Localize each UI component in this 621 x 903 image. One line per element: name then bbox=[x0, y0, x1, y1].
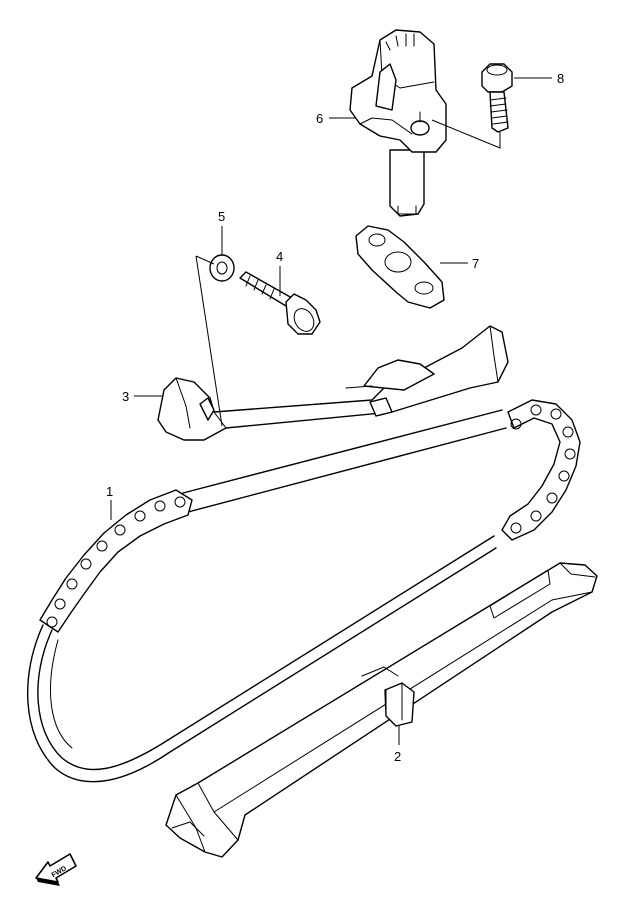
chain-guide-part bbox=[165, 562, 598, 858]
assembly-lines bbox=[195, 119, 501, 427]
callout-7: 7 bbox=[440, 256, 479, 271]
svg-text:6: 6 bbox=[316, 111, 323, 126]
cam-chain-part bbox=[27, 399, 581, 783]
svg-text:8: 8 bbox=[557, 71, 564, 86]
callout-6: 6 bbox=[316, 111, 356, 126]
svg-text:1: 1 bbox=[106, 484, 113, 499]
pivot-bolt-part bbox=[239, 271, 321, 335]
callout-2: 2 bbox=[394, 726, 401, 764]
gasket-part bbox=[355, 225, 445, 309]
callout-4: 4 bbox=[276, 249, 283, 296]
callout-3: 3 bbox=[122, 389, 162, 404]
washer-part bbox=[209, 254, 235, 282]
fwd-direction-badge: FWD bbox=[35, 853, 77, 886]
svg-text:2: 2 bbox=[394, 749, 401, 764]
forward-arrow-icon bbox=[35, 853, 77, 886]
svg-text:7: 7 bbox=[472, 256, 479, 271]
callout-5: 5 bbox=[218, 209, 225, 255]
callout-8: 8 bbox=[514, 71, 564, 86]
svg-text:5: 5 bbox=[218, 209, 225, 224]
tensioner-arm-part bbox=[157, 325, 509, 441]
tensioner-bolt-part bbox=[481, 63, 513, 133]
chain-links-right bbox=[501, 399, 581, 541]
callout-1: 1 bbox=[106, 484, 113, 520]
tensioner-adjuster-part bbox=[349, 29, 447, 217]
svg-text:3: 3 bbox=[122, 389, 129, 404]
svg-text:4: 4 bbox=[276, 249, 283, 264]
chain-links-left bbox=[39, 489, 193, 633]
